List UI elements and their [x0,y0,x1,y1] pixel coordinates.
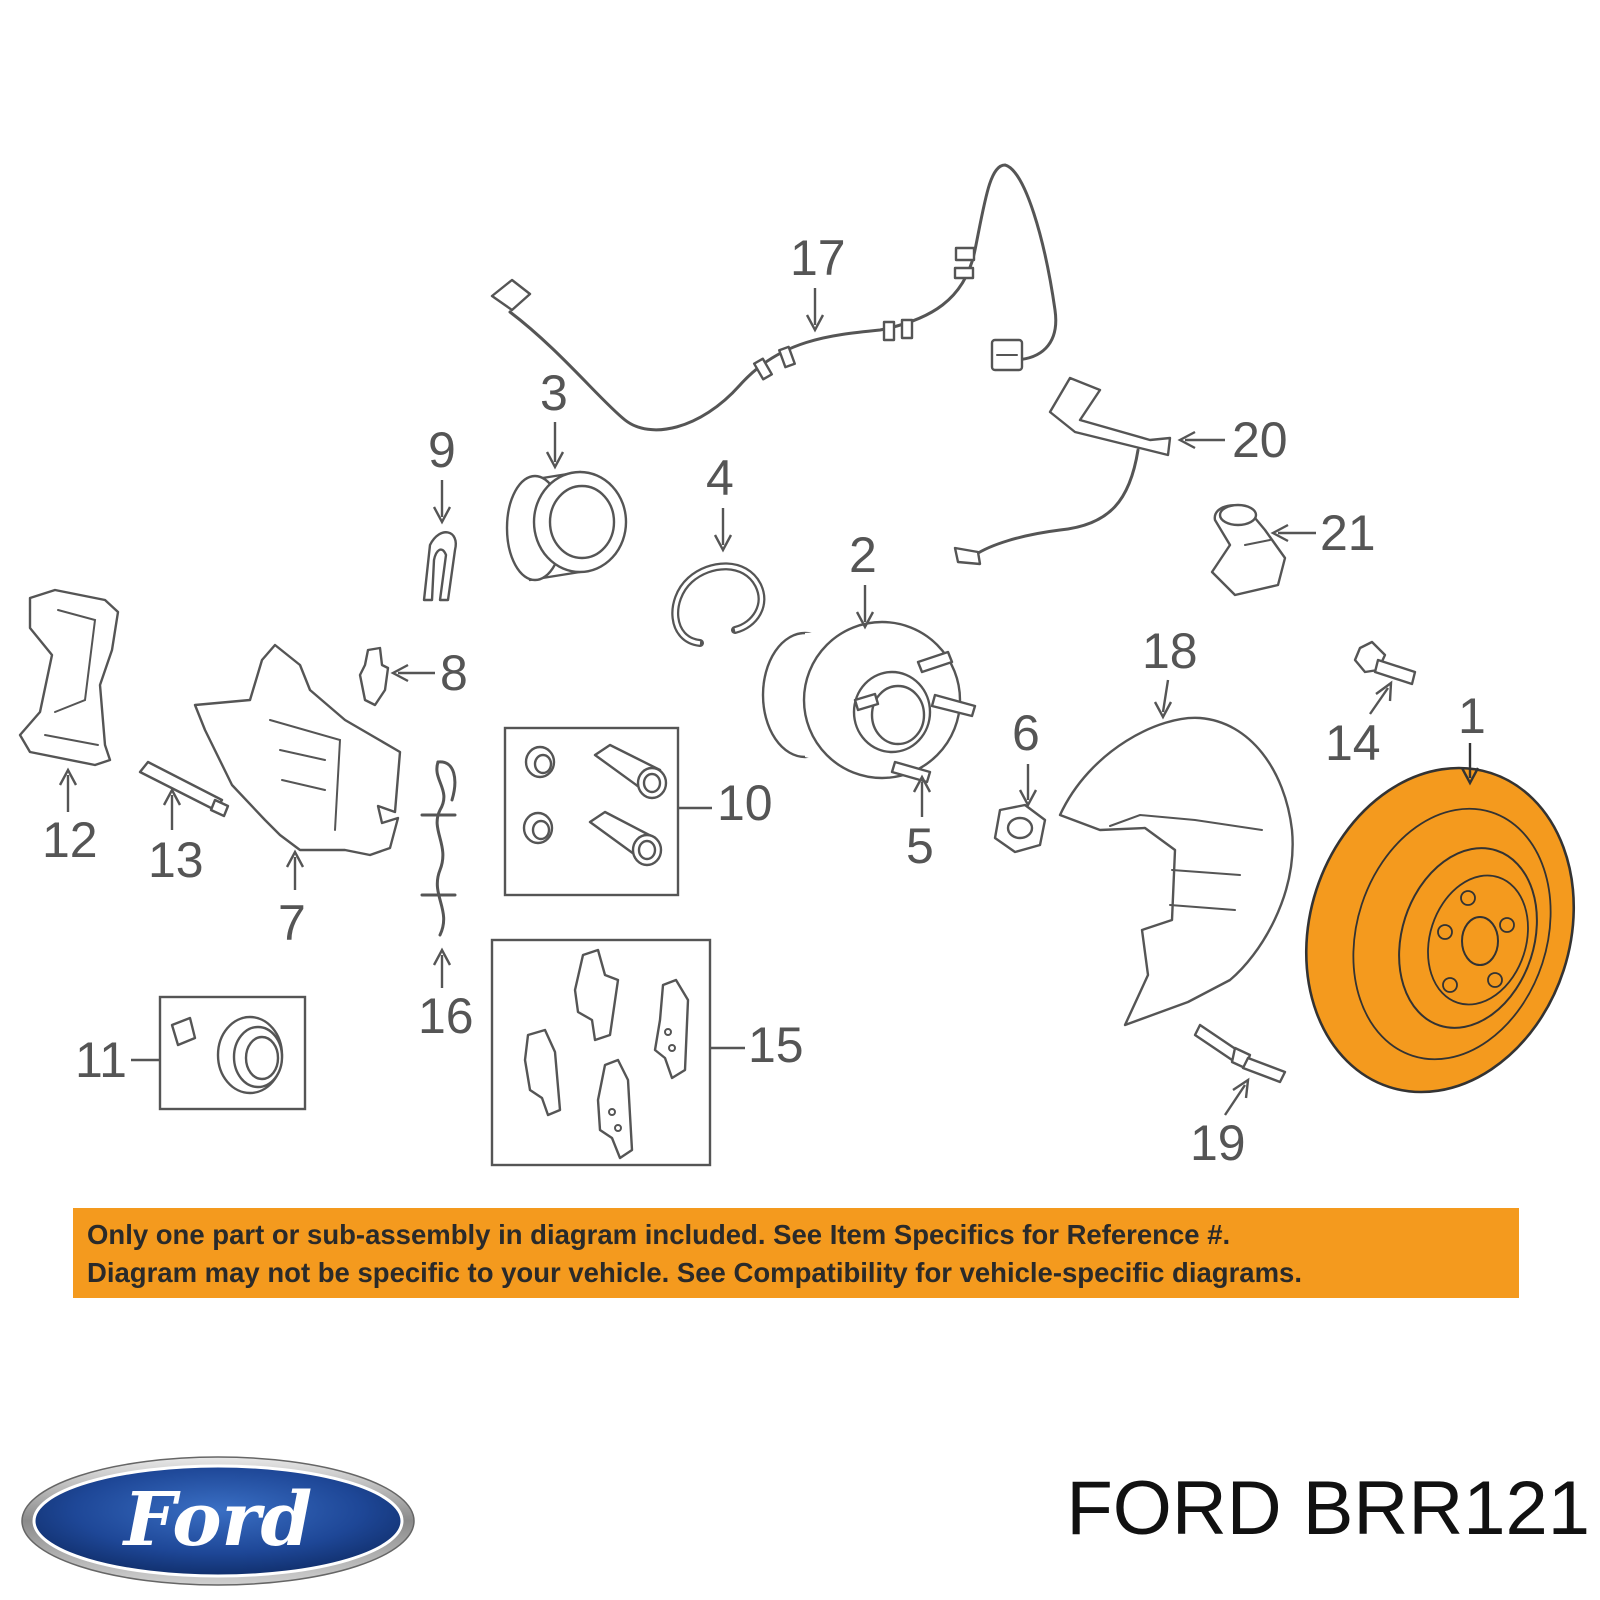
disclaimer-line-2: Diagram may not be specific to your vehi… [87,1257,1302,1288]
callout-16: 16 [418,988,474,1044]
part-15-brake-pads [490,938,712,1167]
part-12-caliper-bracket [18,588,120,767]
callout-10: 10 [717,775,773,831]
callout-8: 8 [440,645,468,701]
part-20-sensor-harness [953,376,1172,566]
part-10-guide-boot-kit [503,726,680,897]
callout-20: 20 [1232,412,1288,468]
part-19-wheel-stud [1193,1023,1287,1084]
ford-logo-text: Ford [122,1477,313,1563]
part-3-wheel-bearing [505,470,628,582]
callout-12: 12 [42,812,98,868]
callout-11: 11 [75,1032,127,1088]
callout-14: 14 [1325,715,1381,771]
part-1-brake-rotor [1304,766,1576,1094]
disclaimer-banner: Only one part or sub-assembly in diagram… [73,1208,1519,1298]
part-number-label: FORD BRR121 [1066,1466,1590,1551]
callout-18: 18 [1142,623,1198,679]
ford-logo: Ford [21,1456,415,1586]
part-17-abs-wire [490,163,1058,432]
part-9-clip [422,531,457,602]
part-21-abs-sensor [1210,503,1287,597]
callout-2: 2 [849,527,877,583]
callout-17: 17 [790,230,846,286]
part-13-guide-pin [138,760,230,818]
part-6-hub-nut [993,803,1047,854]
callout-4: 4 [706,450,734,506]
callout-5: 5 [906,818,934,874]
callout-19: 19 [1190,1115,1246,1171]
disclaimer-line-1: Only one part or sub-assembly in diagram… [87,1219,1231,1250]
part-4-snap-ring [671,562,766,647]
callout-15: 15 [748,1017,804,1073]
callout-7: 7 [278,895,306,951]
part-11-seal-kit [158,995,307,1111]
part-7-caliper [193,643,402,857]
part-18-dust-shield [1058,716,1294,1027]
callout-13: 13 [148,832,204,888]
part-14-bolt [1353,640,1417,686]
callout-1: 1 [1458,688,1486,744]
callout-6: 6 [1012,705,1040,761]
callout-3: 3 [540,365,568,421]
part-8-bleeder-screw [358,646,390,707]
part-2-hub-assembly [761,620,977,784]
part-16-anti-rattle-spring [420,760,457,937]
callout-9: 9 [428,422,456,478]
callout-21: 21 [1320,505,1376,561]
